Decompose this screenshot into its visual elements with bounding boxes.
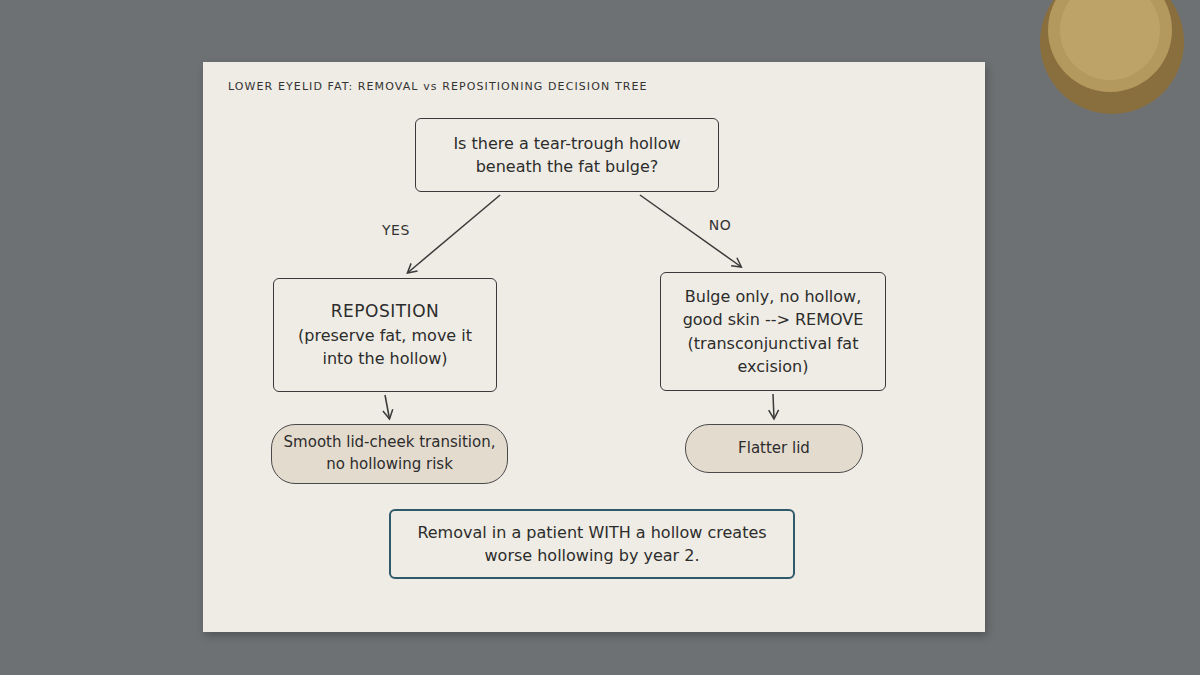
node-text: Flatter lid	[738, 438, 810, 460]
node-text: Smooth lid-cheek transition, no hollowin…	[282, 432, 497, 476]
node-text: REPOSITION	[331, 299, 440, 324]
arrow-connector	[640, 195, 741, 267]
decision-box: Is there a tear-trough hollow beneath th…	[415, 118, 719, 192]
outcome-pill: Flatter lid	[685, 424, 863, 473]
process-box: Bulge only, no hollow, good skin --> REM…	[660, 272, 886, 391]
edge-label: NO	[709, 217, 732, 233]
node-text: Is there a tear-trough hollow beneath th…	[426, 132, 708, 178]
node-text: Bulge only, no hollow, good skin --> REM…	[671, 285, 875, 378]
arrow-connector	[407, 195, 500, 273]
warning-note: Removal in a patient WITH a hollow creat…	[389, 509, 795, 579]
outcome-pill: Smooth lid-cheek transition, no hollowin…	[271, 424, 508, 484]
arrow-connector	[773, 394, 774, 419]
diagram-title: LOWER EYELID FAT: REMOVAL vs REPOSITIONI…	[228, 80, 648, 93]
node-text: Removal in a patient WITH a hollow creat…	[401, 521, 783, 567]
process-box: REPOSITION(preserve fat, move it into th…	[273, 278, 497, 392]
brass-lid-highlight	[1060, 0, 1160, 80]
brass-lid-top	[1048, 0, 1172, 92]
node-text: (preserve fat, move it into the hollow)	[284, 324, 486, 370]
arrow-connector	[385, 395, 390, 419]
edge-label: YES	[382, 222, 410, 238]
